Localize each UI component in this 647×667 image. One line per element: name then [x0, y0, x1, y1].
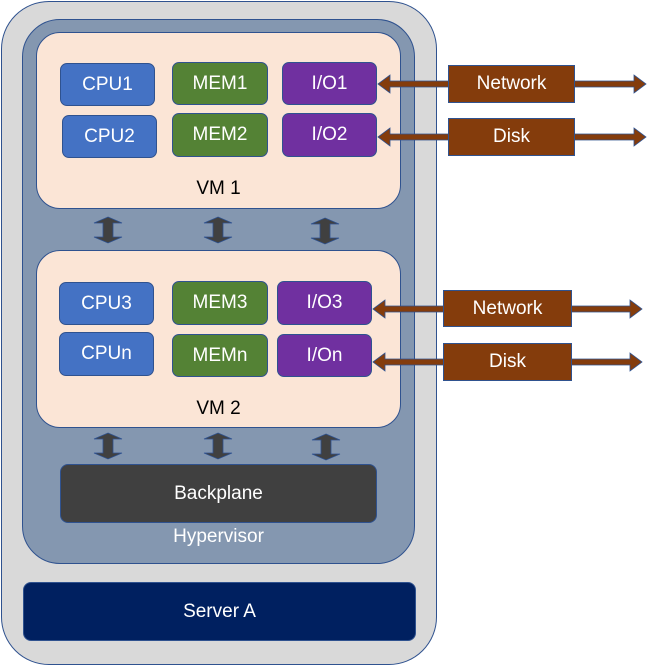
double-headed-vertical-arrow-icon — [203, 216, 233, 244]
io-block: I/O1 — [282, 62, 377, 105]
cpu-block: CPU1 — [60, 63, 155, 106]
backplane: Backplane — [60, 464, 377, 523]
io-block: I/O2 — [282, 113, 377, 157]
vm-label: VM 2 — [196, 398, 241, 419]
external-network-link: Network — [448, 65, 575, 103]
cpu-block: CPU2 — [62, 115, 157, 158]
double-headed-vertical-arrow-icon — [311, 433, 341, 461]
double-headed-vertical-arrow-icon — [93, 432, 123, 460]
memory-block: MEMn — [172, 334, 268, 377]
external-disk-link: Disk — [448, 118, 575, 156]
double-headed-vertical-arrow-icon — [203, 432, 233, 460]
memory-block: MEM2 — [172, 113, 268, 157]
io-block: I/O3 — [277, 281, 372, 325]
cpu-block: CPUn — [59, 332, 154, 376]
double-headed-vertical-arrow-icon — [310, 217, 340, 245]
double-headed-vertical-arrow-icon — [93, 216, 123, 244]
vm-label: VM 1 — [196, 178, 241, 199]
external-disk-link: Disk — [443, 343, 572, 381]
memory-block: MEM3 — [172, 281, 268, 325]
io-block: I/On — [277, 334, 372, 377]
hypervisor-label: Hypervisor — [173, 526, 264, 547]
external-network-link: Network — [443, 290, 572, 327]
server-label-box: Server A — [23, 582, 416, 641]
memory-block: MEM1 — [172, 62, 268, 105]
cpu-block: CPU3 — [59, 282, 154, 325]
